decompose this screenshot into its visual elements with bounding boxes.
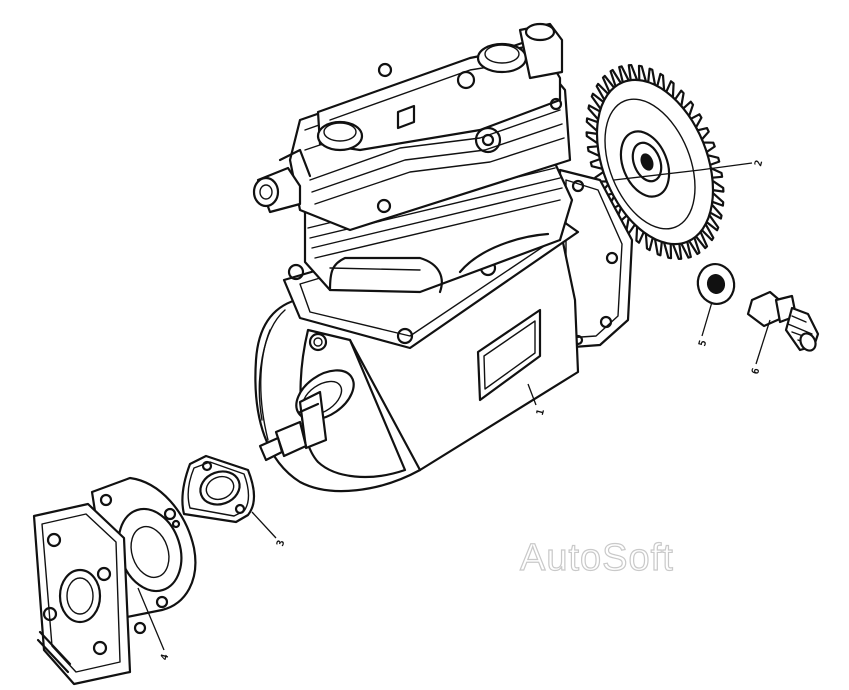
callout-2: 2 (753, 159, 765, 168)
part-3-gasket (181, 454, 256, 524)
watermark-text: AutoSoft (520, 537, 674, 579)
callout-labels: 1 2 3 4 5 6 (159, 159, 765, 662)
part-6-fitting (746, 290, 820, 352)
leader-lines (137, 162, 771, 651)
callout-6: 6 (750, 367, 762, 376)
part-2-gear (585, 63, 725, 260)
callout-3: 3 (275, 539, 287, 548)
part-4-flange (32, 476, 197, 686)
callout-4: 4 (159, 653, 171, 662)
callout-5: 5 (697, 339, 709, 348)
callout-1: 1 (535, 408, 547, 417)
part-5-washer (696, 263, 736, 305)
part-1-compressor (252, 22, 634, 493)
